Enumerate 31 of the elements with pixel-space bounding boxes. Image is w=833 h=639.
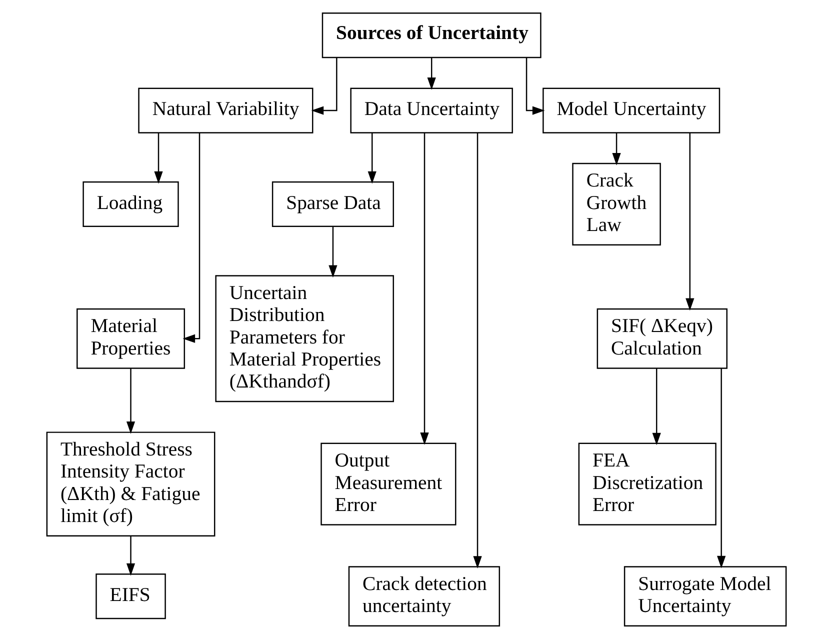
arrow bbox=[328, 227, 338, 278]
node-box: Threshold Stress Intensity Factor (ΔKth) & Fatigue limit (σf) bbox=[46, 432, 216, 536]
node-box: Sources of Uncertainty bbox=[322, 12, 542, 58]
node-box: Uncertain Distribution Parameters for Material Properties (ΔKthandσf) bbox=[215, 275, 394, 402]
arrow bbox=[526, 58, 545, 115]
arrow bbox=[652, 368, 661, 446]
node-box: Output Measurement Error bbox=[320, 442, 456, 526]
node-box: Surrogate Model Uncertainty bbox=[624, 566, 787, 626]
node-box: Natural Variability bbox=[138, 88, 314, 134]
node-box: Material Properties bbox=[76, 308, 186, 369]
node-box: EIFS bbox=[96, 573, 166, 620]
node-box: Loading bbox=[82, 181, 179, 228]
arrow bbox=[427, 58, 436, 90]
arrow bbox=[182, 132, 200, 343]
arrow bbox=[473, 132, 482, 568]
node-box: Model Uncertainty bbox=[542, 88, 720, 134]
arrow bbox=[368, 132, 376, 184]
arrow bbox=[612, 132, 621, 166]
arrow bbox=[420, 132, 429, 445]
node-box: Crack Growth Law bbox=[572, 162, 661, 246]
arrow bbox=[311, 58, 338, 115]
arrow bbox=[154, 132, 163, 184]
arrow bbox=[126, 536, 136, 576]
node-box: Crack detection uncertainty bbox=[348, 566, 500, 626]
node-box: SIF( ΔKeqv) Calculation bbox=[596, 308, 728, 369]
arrow bbox=[717, 368, 726, 568]
arrow bbox=[686, 132, 694, 311]
arrow bbox=[126, 368, 136, 434]
node-box: Data Uncertainty bbox=[350, 88, 513, 134]
node-box: Sparse Data bbox=[272, 181, 394, 228]
node-box: FEA Discretization Error bbox=[578, 442, 716, 526]
